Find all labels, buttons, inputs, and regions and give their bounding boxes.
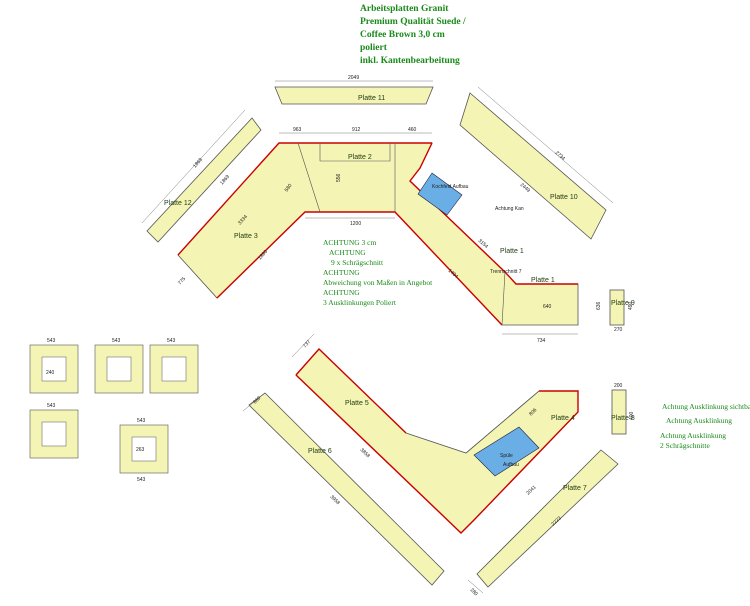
plate-9-label: Platte 9 (611, 300, 635, 307)
dim-580: 580 (284, 183, 294, 193)
dim-1434: 1434 (447, 268, 459, 280)
edge-red-lower (295, 347, 407, 434)
dim-280: 280 (469, 587, 479, 597)
plate-7-shape (476, 449, 619, 588)
seam-plate-3 (297, 142, 321, 213)
detail-5-bottom: 543 (137, 477, 146, 483)
edge-red-upper-right (409, 142, 578, 285)
header-line-quality: Premium Qualität Suede / (360, 17, 466, 27)
dim-200: 200 (614, 383, 623, 389)
plate-10-label: Platte 10 (550, 194, 578, 201)
plate-11-label: Platte 11 (358, 95, 385, 102)
note-left-2: ACHTUNG (329, 248, 366, 257)
dim-line-1868 (141, 109, 246, 224)
note-right-1: Achtung Ausklinkung sichtbar (662, 402, 750, 411)
plate-3-label: Platte 3 (234, 233, 258, 240)
dim-490: 490 (628, 301, 634, 310)
note-right-4: 2 Schrägschnitte (660, 441, 710, 450)
seam-plate-4 (465, 390, 540, 454)
note-left-4: ACHTUNG (323, 268, 360, 277)
kochfeld-cutout (417, 172, 463, 216)
note-left-6: ACHTUNG (323, 288, 360, 297)
dim-line-600 (242, 397, 260, 412)
dim-734: 734 (537, 338, 546, 344)
seam-plate-1 (501, 271, 506, 326)
note-right-2: Achtung Ausklinkung (666, 416, 733, 425)
dim-912: 912 (352, 127, 361, 133)
plate-8-label: Platte 8 (611, 415, 635, 422)
plate-6-label: Platte 6 (308, 448, 332, 455)
plate-12-shape (146, 117, 262, 243)
detail-1-width: 543 (47, 338, 56, 344)
dim-737: 737 (302, 339, 312, 349)
detail-5-inner: 263 (136, 447, 145, 453)
dim-636: 636 (596, 301, 602, 310)
dim-line-280 (467, 579, 484, 594)
dim-2734: 2734 (554, 150, 566, 162)
plate-11-shape (274, 86, 434, 105)
detail-squares: 543 240 543 543 543 543 263 543 (29, 338, 199, 483)
plate-5-4-shape (295, 348, 579, 534)
header-line-material: Arbeitsplatten Granit (360, 4, 449, 14)
dim-775: 775 (177, 276, 187, 286)
plate-10-shape (459, 92, 607, 240)
dim-line-737 (291, 333, 315, 358)
plate-12-label: Platte 12 (164, 200, 192, 207)
spule-label-1: Spüle (500, 453, 513, 459)
detail-2-width: 543 (112, 338, 121, 344)
note-left-3: 9 x Schrägschnitt (331, 258, 384, 267)
edge-red-upper-inner (216, 211, 503, 326)
detail-1-inner: 240 (46, 370, 55, 376)
plate-9-shape (609, 289, 625, 326)
notes-left: ACHTUNG 3 cm ACHTUNG 9 x Schrägschnitt A… (323, 238, 432, 308)
edge-red-upper (177, 142, 432, 256)
detail-4-width: 543 (47, 403, 56, 409)
dim-1868: 1868 (192, 157, 204, 169)
dim-669: 669 (252, 395, 262, 405)
plate-7-label: Platte 7 (563, 485, 587, 492)
plate-2-label: Platte 2 (348, 154, 372, 161)
kante-warning-label: Achtung Kan (495, 206, 524, 212)
detail-5-width: 543 (137, 418, 146, 424)
header-line-color: Coffee Brown 3,0 cm (360, 30, 445, 40)
dim-1869: 1869 (219, 174, 231, 186)
spule-cutout (473, 426, 540, 477)
dim-1200: 1200 (350, 221, 361, 227)
dim-line-2734 (477, 86, 614, 204)
note-left-5: Abweichung von Maßen in Angebot (323, 278, 433, 287)
plate-8-shape (611, 389, 627, 435)
dim-806: 806 (528, 407, 538, 417)
note-left-7: 3 Ausklinkungen Poliert (323, 298, 396, 307)
spule-label-2: Aufbau (503, 462, 519, 468)
dim-270: 270 (614, 327, 623, 333)
plate-4-label: Platte 4 (551, 415, 575, 422)
plate-5-label: Platte 5 (345, 400, 369, 407)
dim-3858: 3858 (359, 447, 371, 459)
dim-2449: 2449 (519, 182, 531, 194)
plate-1b-label: Platte 1 (531, 277, 555, 284)
header-line-finish: poliert (360, 43, 387, 53)
dim-2049: 2049 (348, 75, 359, 81)
header-line-edges: inkl. Kantenbearbeitung (360, 56, 460, 66)
dim-2041: 2041 (525, 484, 537, 496)
dim-3154: 3154 (477, 238, 489, 250)
plate-1a-label: Platte 1 (500, 248, 524, 255)
dim-460: 460 (408, 127, 417, 133)
dim-3958: 3958 (329, 494, 341, 506)
inner-cutout-plate-2 (319, 143, 391, 162)
header-title-block: Arbeitsplatten Granit Premium Qualität S… (360, 3, 466, 68)
dim-400: 400 (629, 411, 635, 420)
detail-3-width: 543 (167, 338, 176, 344)
note-right-3: Achtung Ausklinkung (660, 431, 727, 440)
trennschnitt-label: Trennschnitt 7 (490, 269, 522, 275)
kochfeld-label: Kochfeld Aufbau (432, 184, 469, 190)
dim-640: 640 (543, 304, 552, 310)
dim-556: 556 (336, 173, 342, 182)
dim-963: 963 (293, 127, 302, 133)
note-left-1: ACHTUNG 3 cm (323, 238, 377, 247)
plate-6-shape (248, 392, 445, 586)
edge-red-lower-right (295, 374, 579, 534)
